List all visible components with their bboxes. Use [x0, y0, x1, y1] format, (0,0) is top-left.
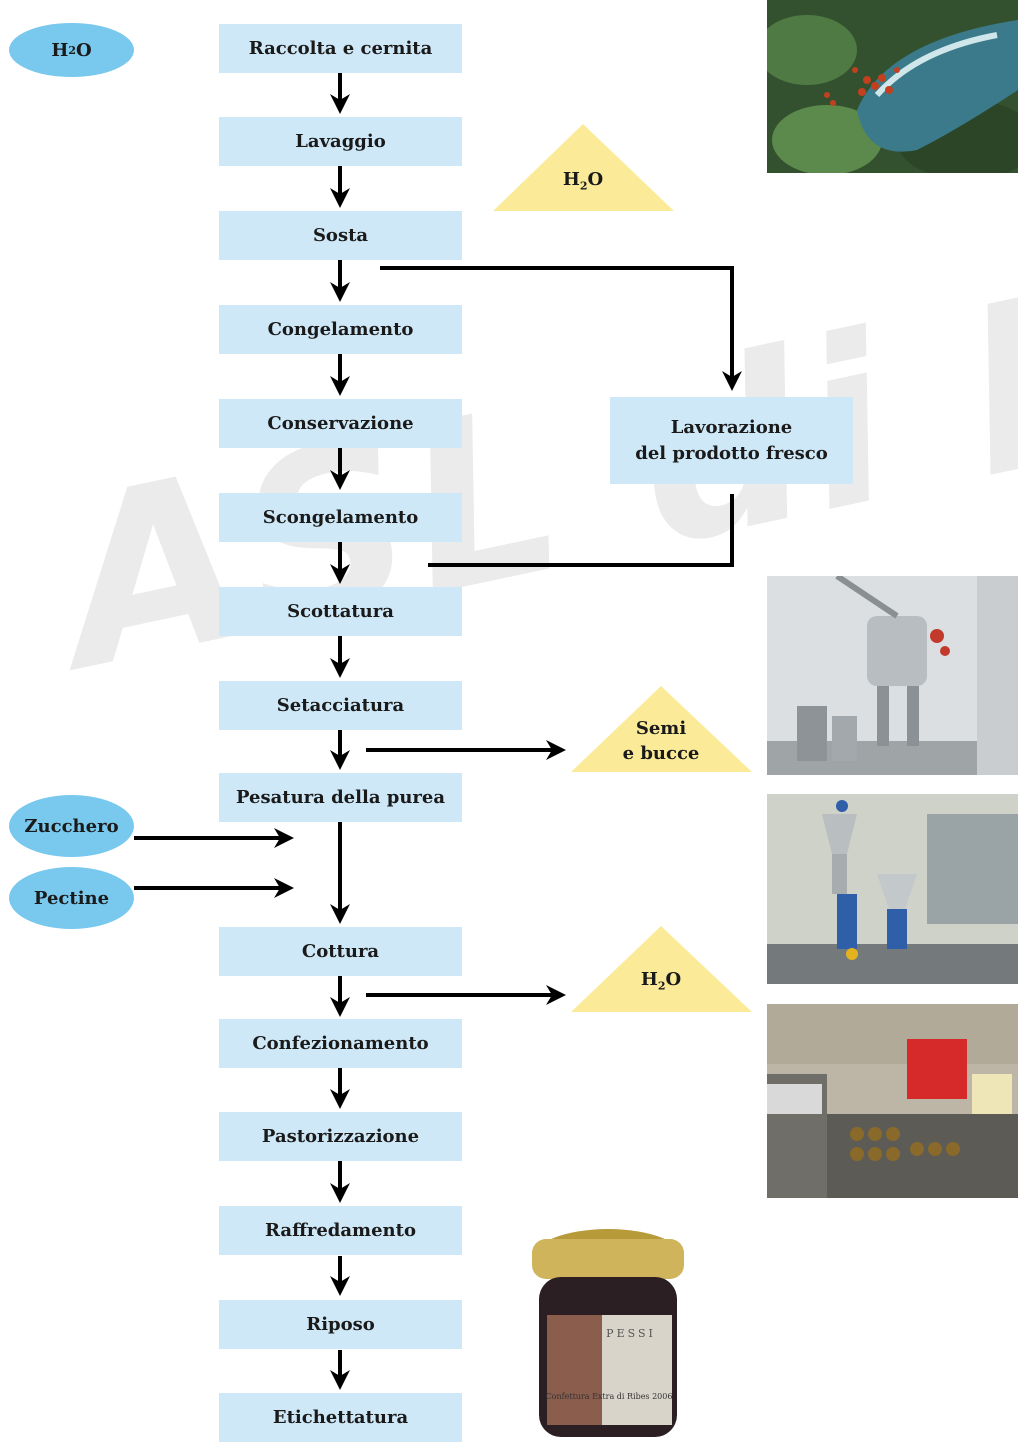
- triangle-water-1: [493, 124, 674, 211]
- step-confezionamento: Confezionamento: [219, 1019, 462, 1068]
- step-sosta: Sosta: [219, 211, 462, 260]
- triangle-water-2: [571, 926, 752, 1012]
- photo-packaging: [767, 1004, 1018, 1198]
- output-water-1-label: H2O: [562, 169, 604, 193]
- jar-text: Confettura Extra di Ribes 2006: [546, 1392, 673, 1401]
- photo-harvest: [767, 0, 1018, 173]
- step-raffredamento: Raffredamento: [219, 1206, 462, 1255]
- input-pectin: Pectine: [9, 867, 134, 929]
- step-conservazione: Conservazione: [219, 399, 462, 448]
- step-scongelamento: Scongelamento: [219, 493, 462, 542]
- step-pastorizzazione: Pastorizzazione: [219, 1112, 462, 1161]
- photo-processing-room: [767, 576, 1018, 775]
- step-lavaggio: Lavaggio: [219, 117, 462, 166]
- seeds-line-2: e bucce: [622, 743, 700, 764]
- step-cottura: Cottura: [219, 927, 462, 976]
- jar-brand: PESSI: [606, 1327, 656, 1340]
- input-sugar: Zucchero: [9, 795, 134, 857]
- triangle-seeds: [571, 686, 752, 772]
- water-sub: 2: [68, 43, 76, 57]
- step-pesatura: Pesatura della purea: [219, 773, 462, 822]
- step-riposo: Riposo: [219, 1300, 462, 1349]
- step-raccolta: Raccolta e cernita: [219, 24, 462, 73]
- output-water-2-label: H2O: [640, 969, 682, 993]
- water-h: H: [51, 39, 69, 61]
- water-o: O: [75, 39, 92, 61]
- step-scottatura: Scottatura: [219, 587, 462, 636]
- box-fresh-product: Lavorazione del prodotto fresco: [610, 397, 853, 484]
- step-congelamento: Congelamento: [219, 305, 462, 354]
- return-from-fresh: [428, 494, 734, 567]
- step-etichettatura: Etichettatura: [219, 1393, 462, 1442]
- output-seeds-label: Semi e bucce: [611, 716, 711, 766]
- branch-to-fresh: [380, 266, 742, 391]
- photo-machinery: [767, 794, 1018, 984]
- seeds-line-1: Semi: [635, 718, 687, 739]
- step-setacciatura: Setacciatura: [219, 681, 462, 730]
- jar-image: PESSI Confettura Extra di Ribes 2006: [529, 1219, 687, 1439]
- fresh-line-2: del prodotto fresco: [635, 442, 828, 464]
- fresh-line-1: Lavorazione: [670, 416, 793, 438]
